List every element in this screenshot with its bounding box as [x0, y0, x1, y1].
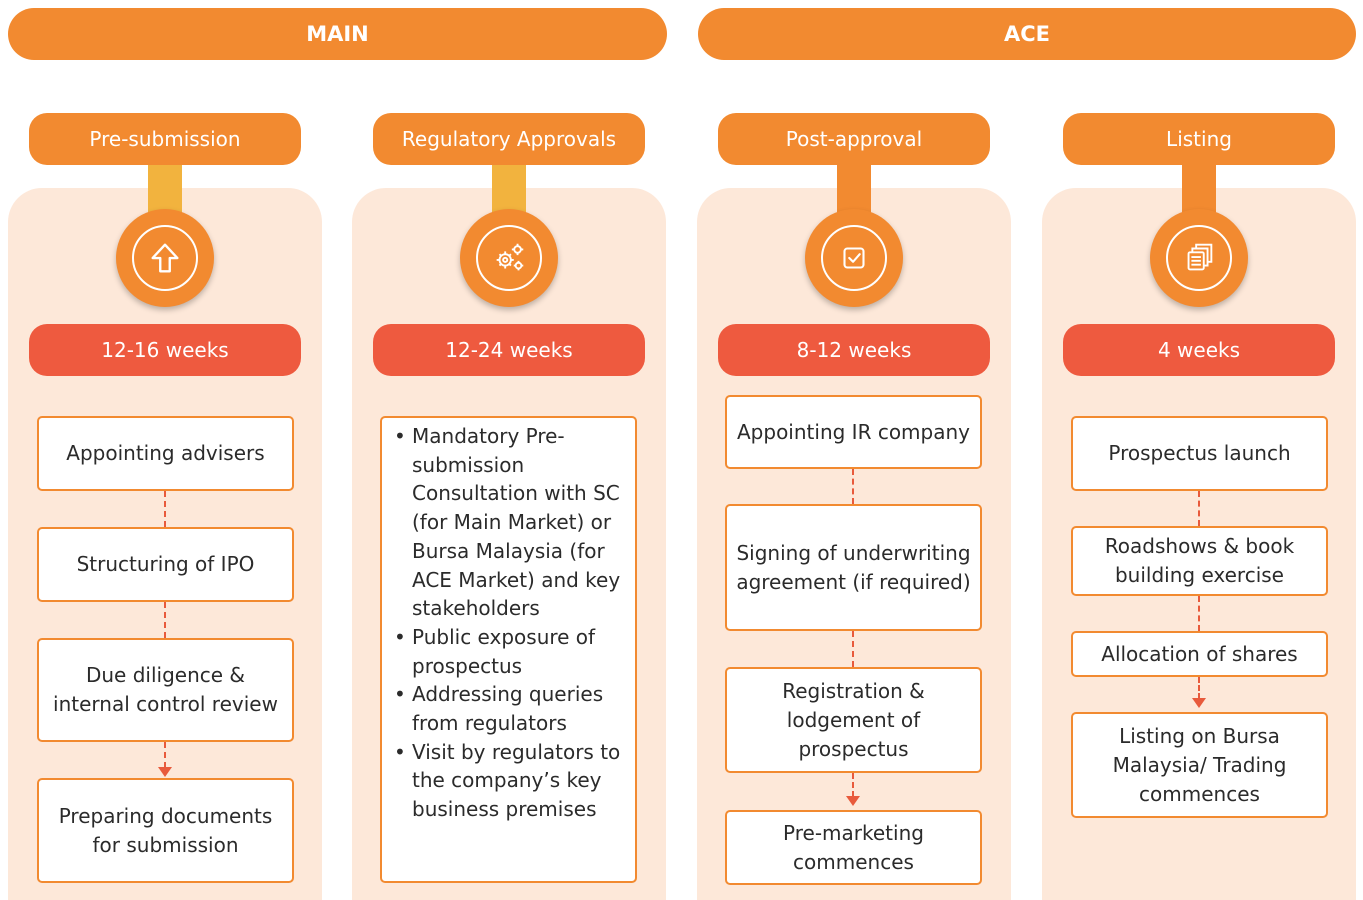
main-market-band: MAIN: [8, 8, 667, 60]
step-prospectus-launch: Prospectus launch: [1071, 416, 1328, 491]
step-connector: [164, 742, 166, 768]
step-underwriting-agreement: Signing of underwriting agreement (if re…: [725, 504, 982, 631]
step-pre-marketing: Pre-marketing commences: [725, 810, 982, 885]
step-appointing-ir-company: Appointing IR company: [725, 395, 982, 469]
bullet-item: Mandatory Pre-submission Consultation wi…: [394, 422, 629, 623]
arrow-down-icon: [1192, 698, 1206, 708]
step-roadshows-book-building: Roadshows & book building exercise: [1071, 526, 1328, 596]
step-connector: [852, 631, 854, 667]
connector-stem: [148, 163, 182, 213]
step-listing-on-bursa: Listing on Bursa Malaysia/ Trading comme…: [1071, 712, 1328, 818]
duration-pre-submission: 12-16 weeks: [29, 324, 301, 376]
stage-regulatory-approvals: Regulatory Approvals: [373, 113, 645, 165]
duration-regulatory-approvals: 12-24 weeks: [373, 324, 645, 376]
step-due-diligence: Due diligence & internal control review: [37, 638, 294, 742]
upload-arrow-icon: [116, 209, 214, 307]
arrow-down-icon: [158, 767, 172, 777]
gears-icon: [460, 209, 558, 307]
stage-pre-submission: Pre-submission: [29, 113, 301, 165]
checkbox-icon: [805, 209, 903, 307]
documents-icon: [1150, 209, 1248, 307]
regulatory-requirements-box: Mandatory Pre-submission Consultation wi…: [380, 416, 637, 883]
connector-stem: [1182, 163, 1216, 213]
step-connector: [1198, 677, 1200, 699]
step-connector: [164, 491, 166, 527]
stage-listing: Listing: [1063, 113, 1335, 165]
ace-market-band: ACE: [698, 8, 1356, 60]
bullet-item: Addressing queries from regulators: [394, 680, 629, 737]
step-connector: [1198, 596, 1200, 631]
stage-post-approval: Post-approval: [718, 113, 990, 165]
connector-stem: [837, 163, 871, 213]
step-structuring-ipo: Structuring of IPO: [37, 527, 294, 602]
bullet-item: Public exposure of prospectus: [394, 623, 629, 680]
connector-stem: [492, 163, 526, 213]
step-connector: [852, 773, 854, 797]
step-registration-lodgement: Registration & lodgement of prospectus: [725, 667, 982, 773]
step-connector: [1198, 491, 1200, 526]
step-connector: [852, 469, 854, 504]
arrow-down-icon: [846, 796, 860, 806]
bullet-item: Visit by regulators to the company’s key…: [394, 738, 629, 824]
duration-post-approval: 8-12 weeks: [718, 324, 990, 376]
duration-listing: 4 weeks: [1063, 324, 1335, 376]
step-appointing-advisers: Appointing advisers: [37, 416, 294, 491]
step-preparing-documents: Preparing documents for submission: [37, 778, 294, 883]
step-allocation-of-shares: Allocation of shares: [1071, 631, 1328, 677]
step-connector: [164, 602, 166, 638]
